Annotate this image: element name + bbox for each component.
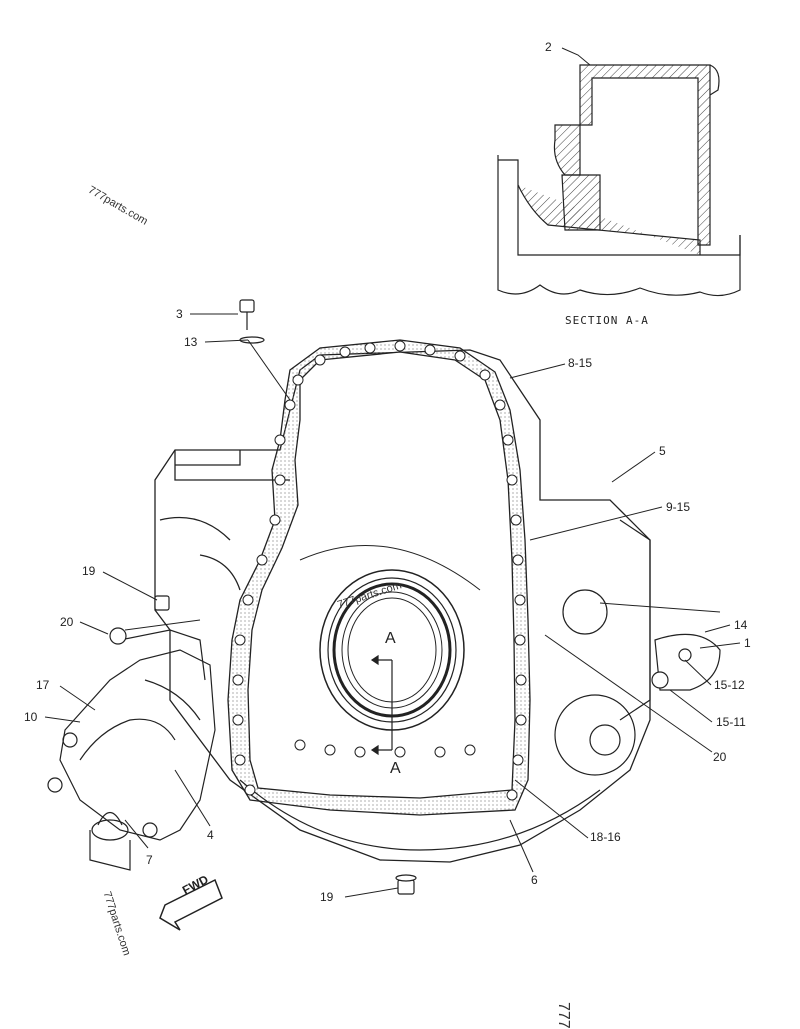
plug-19-left [154,595,170,611]
callout-7: 7 [146,853,153,867]
section-label: SECTION A-A [565,314,649,327]
callout-15-12: 15-12 [714,678,745,692]
section-arrow [370,654,393,756]
callout-20-right: 20 [713,750,727,764]
section-a-a-drawing [497,64,741,297]
callout-8-15: 8-15 [568,356,593,370]
leader-lines [44,47,741,898]
callout-13: 13 [184,335,198,349]
callout-19-bottom: 19 [320,890,334,904]
watermark-bottom: 777 [555,1002,572,1029]
section-marker-top: A [385,630,396,647]
callout-10: 10 [24,710,38,724]
callout-2: 2 [545,40,552,54]
callout-6: 6 [531,873,538,887]
callout-1: 1 [744,636,751,650]
plug-19-bottom [397,879,415,895]
lower-ring-arc [239,779,601,851]
right-housing-detail [554,519,721,776]
bolt-holes [232,340,527,801]
callout-15-11: 15-11 [716,715,746,729]
gasket-outline [227,339,531,816]
callout-14: 14 [734,618,748,632]
callout-18-16: 18-16 [590,830,621,844]
left-bracket-assembly [47,629,216,871]
callout-9-15: 9-15 [666,500,691,514]
callout-17: 17 [36,678,50,692]
section-marker-bottom: A [390,760,401,777]
callout-5: 5 [659,444,666,458]
callout-20-left: 20 [60,615,74,629]
fasteners [109,299,669,895]
callout-3: 3 [176,307,183,321]
plug-20-left [109,627,127,645]
bolt-3 [239,299,255,313]
callout-4: 4 [207,828,214,842]
callout-19-left: 19 [82,564,96,578]
fwd-arrow [159,878,223,931]
